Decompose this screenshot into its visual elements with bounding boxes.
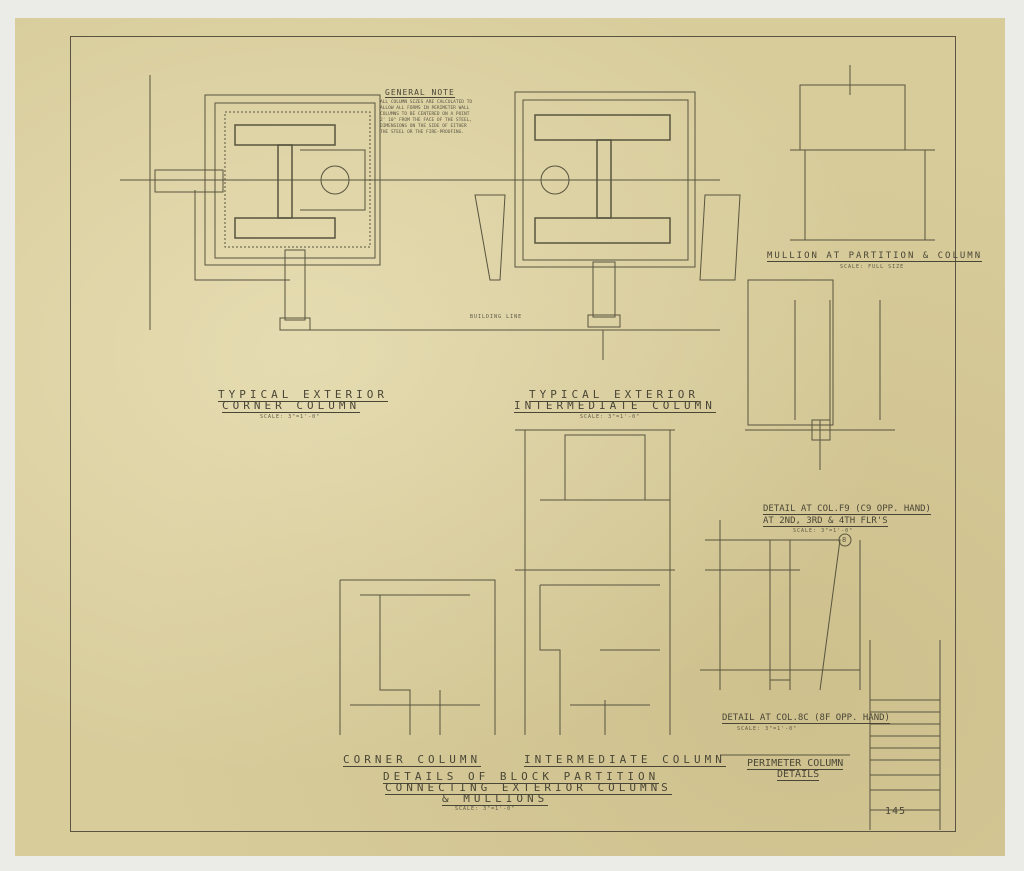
general-note-title: GENERAL NOTE [385,88,455,98]
detail-f9-title-1: DETAIL AT COL.F9 (C9 OPP. HAND) [763,504,931,515]
group-title-2: CONNECTING EXTERIOR COLUMNS [385,781,672,795]
detail-f9-title-2: AT 2ND, 3RD & 4TH FLR'S [763,516,888,527]
building-line-label: BUILDING LINE [470,314,523,320]
intermediate-column-partition-title: INTERMEDIATE COLUMN [524,753,726,767]
corner-column-title-1: TYPICAL EXTERIOR [218,388,388,402]
partition-details [339,429,861,735]
title-block-title-2: DETAILS [777,769,820,781]
corner-column-scale: SCALE: 3"=1'-0" [260,414,321,420]
intermediate-column-plan [474,91,741,360]
title-block-lines [720,640,941,830]
mullion-title: MULLION AT PARTITION & COLUMN [767,251,983,262]
mullion-scale: SCALE: FULL SIZE [840,264,905,270]
detail-8c-title: DETAIL AT COL.8C (8F OPP. HAND) [722,713,890,724]
callout-number: 8 [842,536,848,544]
intermediate-column-title-2: INTERMEDIATE COLUMN [514,399,716,413]
intermediate-column-scale: SCALE: 3"=1'-0" [580,414,641,420]
drawing-sheet: GENERAL NOTE ALL COLUMN SIZES ARE CALCUL… [15,18,1005,856]
corner-column-title-2: CORNER COLUMN [222,399,361,413]
group-scale: SCALE: 3"=1'-0" [455,806,516,812]
title-block-title-1: PERIMETER COLUMN [747,758,844,770]
group-title-1: DETAILS OF BLOCK PARTITION [383,770,660,784]
corner-column-partition-title: CORNER COLUMN [343,753,482,767]
sheet-border [70,36,956,832]
detail-f9-scale: SCALE: 3"=1'-0" [793,528,854,534]
intermediate-column-title-1: TYPICAL EXTERIOR [529,388,699,402]
linework [120,65,941,830]
group-title-3: & MULLIONS [442,792,549,806]
mullion-details [745,65,935,470]
detail-8c-scale: SCALE: 3"=1'-0" [737,726,798,732]
sheet-number: 145 [885,806,907,817]
corner-column-plan [120,75,720,331]
general-note-text: ALL COLUMN SIZES ARE CALCULATED TO ALLOW… [380,100,473,135]
